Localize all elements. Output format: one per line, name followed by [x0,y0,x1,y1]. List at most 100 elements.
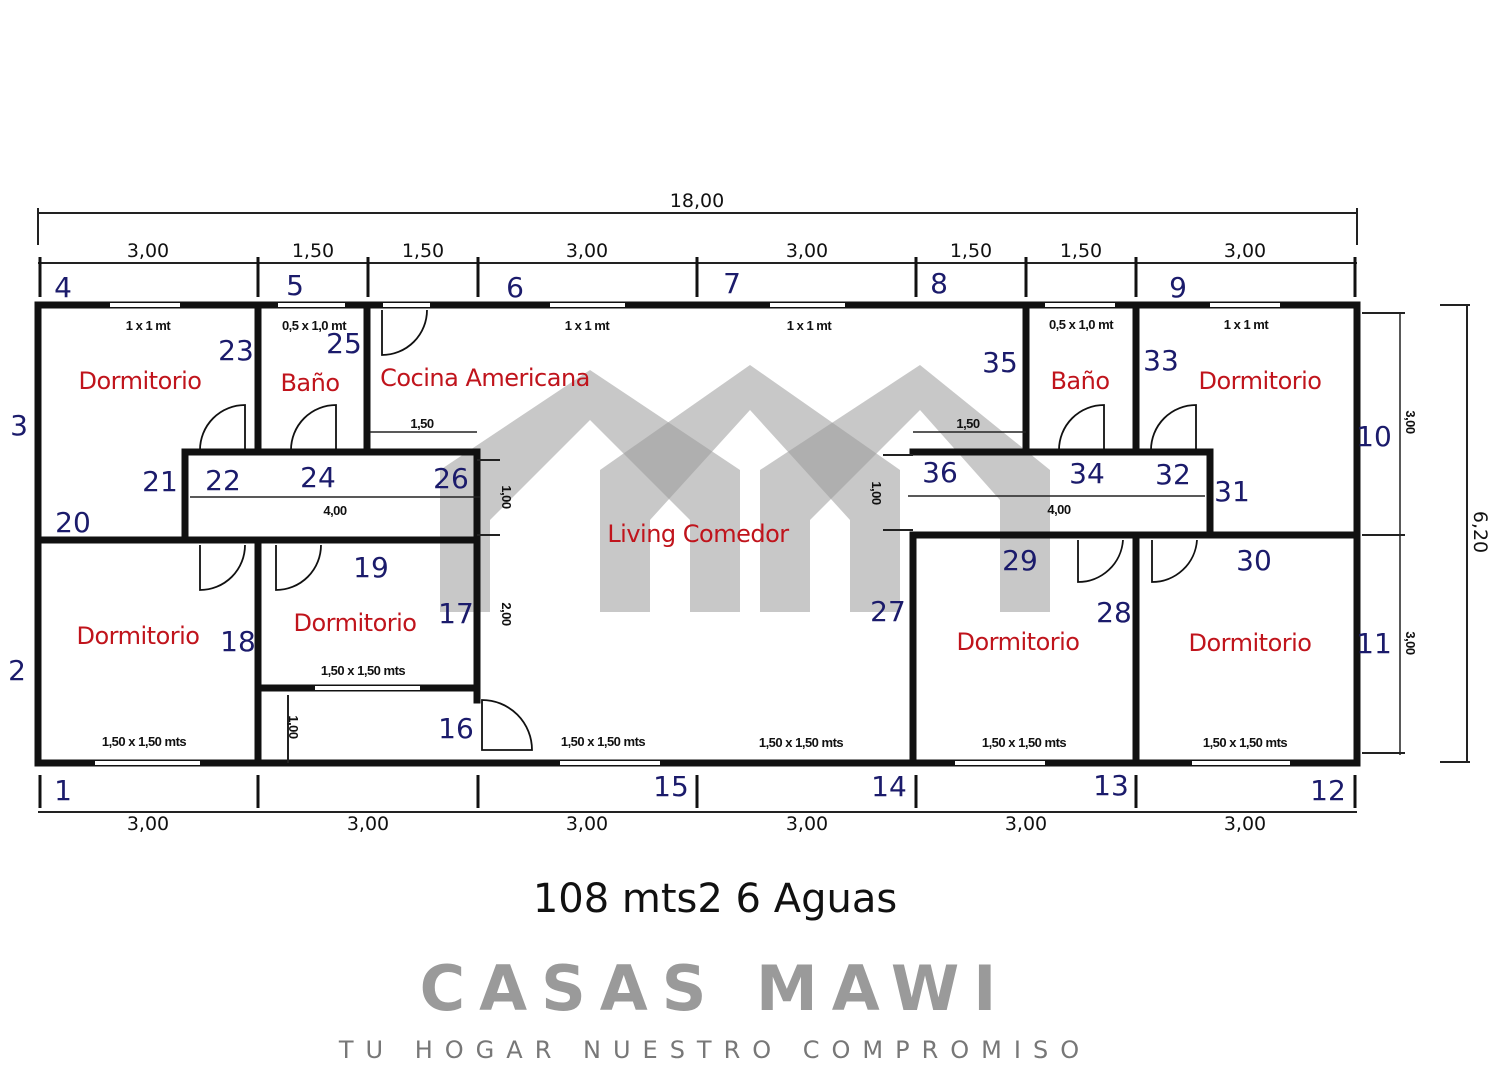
window-size: 1,50 x 1,50 mts [759,735,844,750]
door-icon [275,544,322,591]
watermark-brand: CASAS MAWI [420,952,1011,1025]
top-dimension-labels: 3,00 1,50 1,50 3,00 3,00 1,50 1,50 3,00 [127,240,1266,262]
dim-label: 3,00 [1224,813,1266,835]
point-number: 27 [870,595,906,628]
room-label: Dormitorio [957,628,1080,656]
point-number: 26 [433,462,469,495]
door-icon [381,309,428,356]
door-dim: 1,00 [499,485,514,509]
dim-label: 3,00 [347,813,389,835]
dimension-lines [37,208,1470,813]
point-number: 13 [1093,769,1129,802]
walls [34,301,1361,767]
point-number: 4 [54,271,72,304]
door-icon [1151,539,1198,583]
point-number: 11 [1356,627,1392,660]
point-number: 9 [1169,271,1187,304]
point-number: 33 [1143,344,1179,377]
point-number: 34 [1069,457,1105,490]
window-size: 1,50 x 1,50 mts [102,734,187,749]
plan-title: 108 mts2 6 Aguas [533,876,897,922]
notes: 1 x 1 mt 0,5 x 1,0 mt 1 x 1 mt 1 x 1 mt … [102,317,1288,750]
doors [199,309,1198,751]
corridor-dim: 4,00 [323,503,347,518]
dim-label: 1,50 [1060,240,1102,262]
point-number: 29 [1002,544,1038,577]
point-number: 12 [1310,774,1346,807]
door-icon [199,404,246,451]
dim-label: 1,50 [292,240,334,262]
point-number: 16 [438,712,474,745]
dim-label: 3,00 [786,240,828,262]
total-depth-label: 6,20 [1469,511,1491,553]
dim-label: 1,50 [950,240,992,262]
point-number: 8 [930,267,948,300]
point-number: 10 [1356,420,1392,453]
room-label: Dormitorio [1199,367,1322,395]
point-number: 5 [286,269,304,302]
door-icon [1058,404,1105,451]
point-number: 19 [353,551,389,584]
point-number: 21 [142,465,178,498]
window-size: 1 x 1 mt [1224,317,1270,332]
dim-label: 3,00 [566,813,608,835]
point-number: 31 [1214,475,1250,508]
point-number: 1 [54,774,72,807]
dim-label: 3,00 [127,240,169,262]
window-size: 1,50 x 1,50 mts [982,735,1067,750]
dim-label: 3,00 [786,813,828,835]
point-number: 24 [300,461,336,494]
door-icon [481,699,533,751]
point-number: 15 [653,770,689,803]
point-number: 20 [55,506,91,539]
window-size: 1 x 1 mt [126,318,172,333]
door-icon [1150,404,1197,451]
window-size: 1,50 x 1,50 mts [1203,735,1288,750]
point-number: 22 [205,464,241,497]
dim-label: 3,00 [1403,410,1418,434]
corridor-dim: 4,00 [1047,502,1071,517]
room-label: Baño [280,369,339,397]
door-icon [290,404,337,451]
reference-points: 1 2 3 4 5 6 7 8 9 10 11 12 13 14 15 16 1… [8,267,1392,807]
point-number: 3 [10,409,28,442]
point-number: 35 [982,346,1018,379]
watermark-text: CASAS MAWI TU HOGAR NUESTRO COMPROMISO [338,952,1091,1064]
dim-label: 1,50 [402,240,444,262]
point-number: 7 [723,267,741,300]
room-label: Dormitorio [77,622,200,650]
point-number: 28 [1096,596,1132,629]
room-label: Baño [1050,367,1109,395]
point-number: 36 [922,456,958,489]
dim-label: 3,00 [566,240,608,262]
point-number: 32 [1155,458,1191,491]
bottom-dimension-labels: 3,00 3,00 3,00 3,00 3,00 3,00 [127,813,1266,835]
dim-label: 3,00 [127,813,169,835]
room-label: Dormitorio [79,367,202,395]
watermark-house-icon [760,365,1050,612]
window-size: 1,50 x 1,50 mts [561,734,646,749]
window-size: 0,5 x 1,0 mt [282,318,347,333]
door-icon [199,544,246,591]
wall-dim: 2,00 [499,602,514,626]
door-dim: 1,00 [869,481,884,505]
counter-dim: 1,50 [410,416,434,431]
watermark-house-icon [600,365,900,612]
point-number: 18 [220,625,256,658]
window-size: 1 x 1 mt [565,318,611,333]
point-number: 25 [326,327,362,360]
window-size: 0,5 x 1,0 mt [1049,317,1114,332]
windows [95,303,1290,765]
door-dim: 1,00 [286,715,301,739]
room-label: Living Comedor [607,520,789,548]
dim-label: 3,00 [1224,240,1266,262]
door-icon [1077,539,1124,583]
point-number: 2 [8,654,26,687]
counter-dim: 1,50 [956,416,980,431]
point-number: 30 [1236,544,1272,577]
watermark-tagline: TU HOGAR NUESTRO COMPROMISO [338,1036,1091,1064]
watermark-logo [440,365,1050,612]
room-label: Cocina Americana [380,364,590,392]
dim-label: 3,00 [1403,631,1418,655]
